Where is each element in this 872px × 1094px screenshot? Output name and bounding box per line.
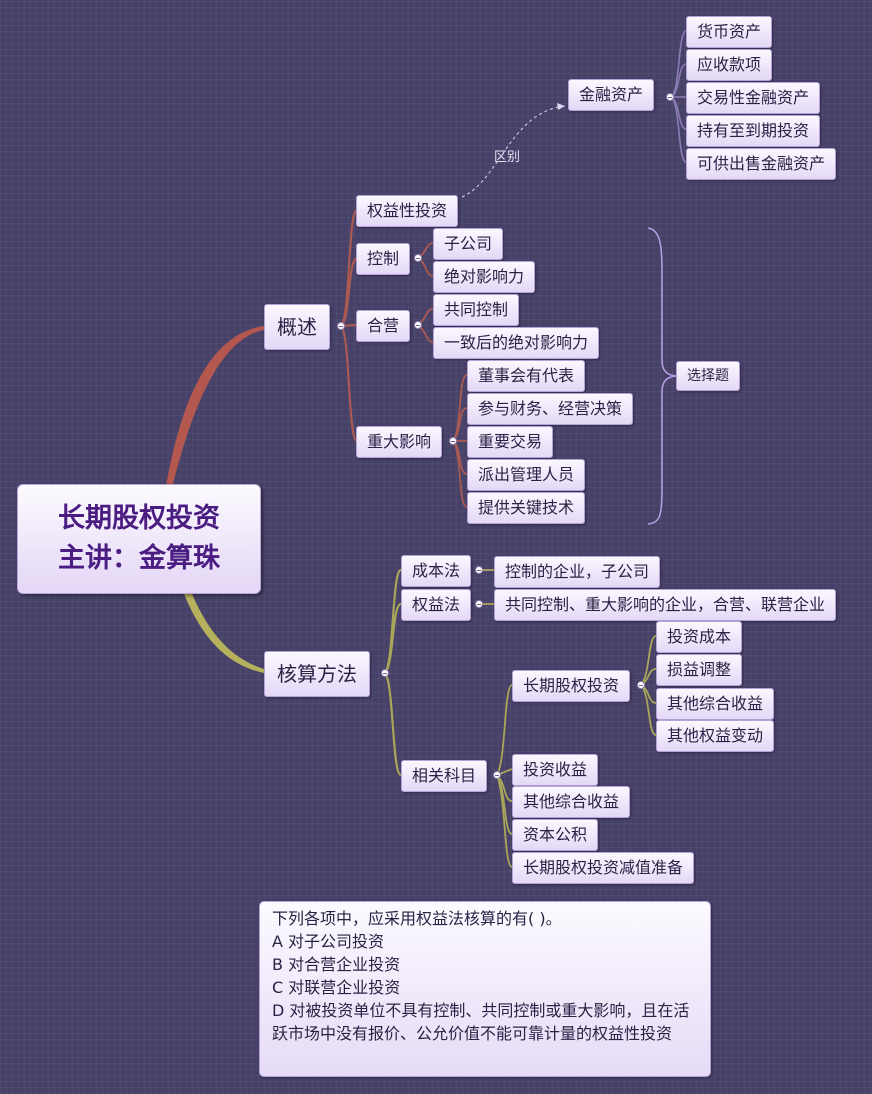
node-oci[interactable]: 其他综合收益 [512,786,631,818]
node-multiple-choice-label[interactable]: 选择题 [676,361,740,391]
question-note: 下列各项中，应采用权益法核算的有( )。 A 对子公司投资 B 对合营企业投资 … [259,901,711,1077]
node-held-to-maturity[interactable]: 持有至到期投资 [686,115,821,147]
node-unanimous-influence[interactable]: 一致后的绝对影响力 [433,327,600,359]
collapse-toggle-accounting-methods[interactable] [381,669,389,677]
node-cost-method[interactable]: 成本法 [401,555,472,587]
node-subsidiary[interactable]: 子公司 [433,228,504,260]
node-monetary-assets[interactable]: 货币资产 [686,16,773,48]
question-stem: 下列各项中，应采用权益法核算的有( )。 [272,909,562,928]
root-title: 长期股权投资 [58,503,220,534]
node-capital-reserve[interactable]: 资本公积 [512,819,599,851]
root-node[interactable]: 长期股权投资 主讲：金算珠 [17,484,261,594]
node-equity-method-detail[interactable]: 共同控制、重大影响的企业，合营、联营企业 [494,589,837,621]
collapse-toggle-control[interactable] [414,254,422,262]
node-significant-influence[interactable]: 重大影响 [356,426,443,458]
node-trading-financial-assets[interactable]: 交易性金融资产 [686,82,821,114]
node-oci-sub[interactable]: 其他综合收益 [656,688,775,720]
node-control[interactable]: 控制 [356,243,411,275]
node-accounting-methods[interactable]: 核算方法 [264,651,370,697]
node-available-for-sale[interactable]: 可供出售金融资产 [686,148,837,180]
collapse-toggle-joint-venture[interactable] [414,321,422,329]
node-management-interchange[interactable]: 派出管理人员 [467,459,586,491]
collapse-toggle-significant-influence[interactable] [449,437,457,445]
collapse-toggle-financial-assets[interactable] [666,93,674,101]
collapse-toggle-related-accounts[interactable] [493,771,501,779]
node-absolute-influence[interactable]: 绝对影响力 [433,261,536,293]
question-option-c: C 对联营企业投资 [272,978,401,997]
node-related-accounts[interactable]: 相关科目 [401,760,488,792]
node-financial-assets[interactable]: 金融资产 [568,79,655,111]
node-equity-method[interactable]: 权益法 [401,589,472,621]
relation-label-difference: 区别 [494,150,521,165]
collapse-toggle-overview[interactable] [337,322,345,330]
node-material-transactions[interactable]: 重要交易 [467,426,554,458]
question-option-d: D 对被投资单位不具有控制、共同控制或重大影响，且在活跃市场中没有报价、公允价值… [272,1001,690,1043]
node-overview[interactable]: 概述 [264,304,330,350]
node-technical-information[interactable]: 提供关键技术 [467,492,586,524]
root-subtitle: 主讲：金算珠 [58,543,220,574]
node-policy-participation[interactable]: 参与财务、经营决策 [467,393,634,425]
node-cost-method-detail[interactable]: 控制的企业，子公司 [494,556,661,588]
node-board-representation[interactable]: 董事会有代表 [467,360,586,392]
node-joint-control[interactable]: 共同控制 [433,294,520,326]
node-other-equity-changes[interactable]: 其他权益变动 [656,720,775,752]
collapse-toggle-equity-method[interactable] [475,600,483,608]
collapse-toggle-cost-method[interactable] [475,566,483,574]
question-option-a: A 对子公司投资 [272,932,385,951]
node-joint-venture[interactable]: 合营 [356,310,411,342]
node-investment-cost[interactable]: 投资成本 [656,621,743,653]
node-equity-investment[interactable]: 权益性投资 [356,195,459,227]
node-lti-impairment[interactable]: 长期股权投资减值准备 [512,852,695,884]
node-investment-income[interactable]: 投资收益 [512,754,599,786]
node-lti-account[interactable]: 长期股权投资 [512,670,631,702]
node-receivables[interactable]: 应收款项 [686,49,773,81]
question-option-b: B 对合营企业投资 [272,955,401,974]
collapse-toggle-lti-account[interactable] [637,681,645,689]
node-profit-loss-adjustment[interactable]: 损益调整 [656,654,743,686]
